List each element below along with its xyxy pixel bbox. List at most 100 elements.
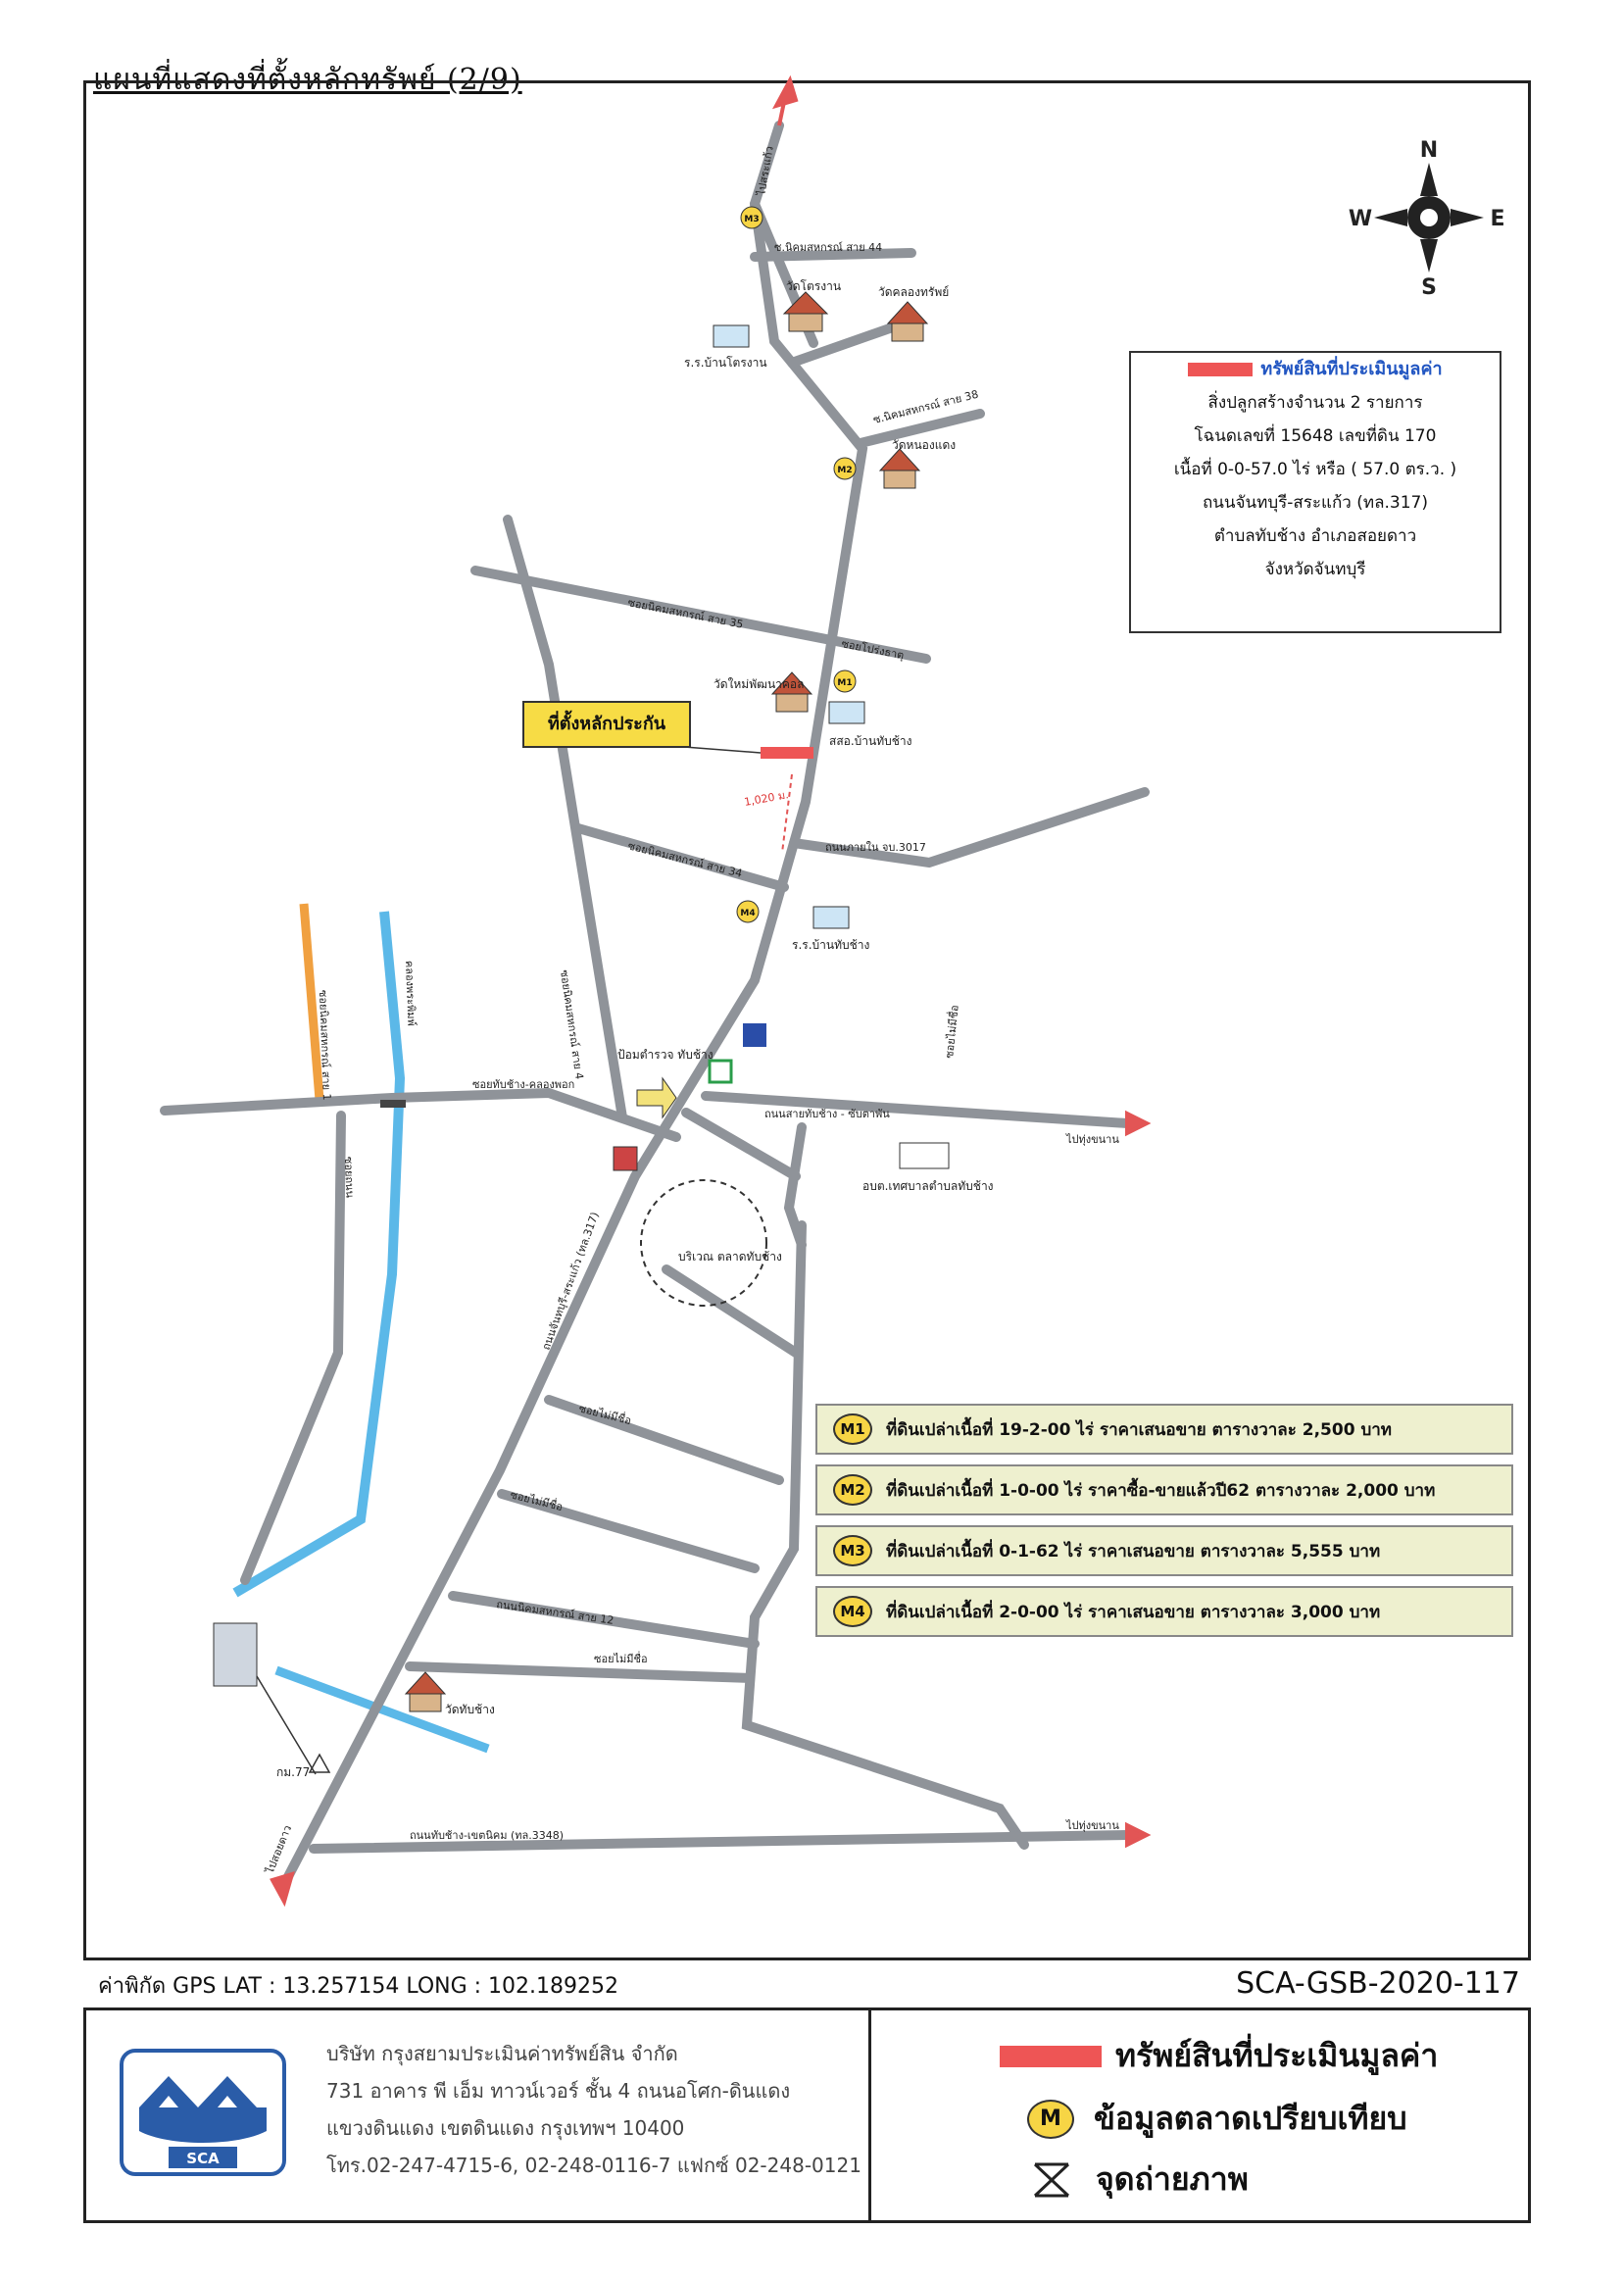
canal xyxy=(232,911,406,1598)
temple-icon xyxy=(404,1671,447,1695)
market-row: M4 ที่ดินเปล่าเนื้อที่ 2-0-00 ไร่ ราคาเส… xyxy=(815,1586,1513,1637)
info-line: เนื้อที่ 0-0-57.0 ไร่ หรือ ( 57.0 ตร.ว. … xyxy=(1173,460,1457,479)
legend-photo: จุดถ่ายภาพ xyxy=(1027,2155,1249,2205)
info-line: สิ่งปลูกสร้างจำนวน 2 รายการ xyxy=(1207,393,1423,413)
compass-n: N xyxy=(1420,138,1438,163)
place-label: ร.ร.บ้านทับช้าง xyxy=(792,938,869,952)
arrow-north xyxy=(777,101,786,126)
market-row: M1 ที่ดินเปล่าเนื้อที่ 19-2-00 ไร่ ราคาเ… xyxy=(815,1404,1513,1455)
school-icon xyxy=(713,324,750,348)
road-label: ซอยทับช้าง-คลองพอก xyxy=(472,1078,574,1091)
market-text: ที่ดินเปล่าเนื้อที่ 2-0-00 ไร่ ราคาเสนอข… xyxy=(886,1602,1381,1622)
property-info-box: ทรัพย์สินที่ประเมินมูลค่า สิ่งปลูกสร้างจ… xyxy=(1129,351,1501,633)
info-line: จังหวัดจันทบุรี xyxy=(1264,560,1366,579)
road-label: คลองพระพิมพ์ xyxy=(403,961,418,1026)
place-label: กม.77 xyxy=(276,1765,310,1779)
compass-e: E xyxy=(1490,207,1504,231)
road-label: ถนนทับช้าง-เขตนิคม (ทล.3348) xyxy=(410,1829,564,1842)
road-market-top xyxy=(681,1108,801,1181)
photo-pole-icon xyxy=(213,1622,258,1687)
main-highway xyxy=(277,121,868,1893)
marker-m3-label: M3 xyxy=(744,215,759,224)
road-label: ไปทุ่งขนาน xyxy=(1065,1819,1119,1832)
road-label: ไปทุ่งขนาน xyxy=(1065,1133,1119,1146)
road-3017 xyxy=(789,787,1150,868)
shop-icon xyxy=(613,1146,638,1171)
atm-icon xyxy=(743,1023,766,1047)
market-text: ที่ดินเปล่าเนื้อที่ 19-2-00 ไร่ ราคาเสนอ… xyxy=(886,1419,1392,1440)
road-soi-34 xyxy=(573,823,789,892)
site-swatch xyxy=(1188,363,1254,376)
market-badge: M4 xyxy=(833,1596,872,1627)
info-line: โฉนดเลขที่ 15648 เลขที่ดิน 170 xyxy=(1194,426,1437,446)
school-icon xyxy=(812,906,850,929)
road-vertical-left xyxy=(503,515,627,1122)
compass-w: W xyxy=(1349,207,1372,231)
place-label: วัดทับช้าง xyxy=(445,1703,495,1716)
map-frame xyxy=(83,80,1531,1960)
road-soi-4 xyxy=(405,1661,755,1683)
orange-road xyxy=(299,903,324,1101)
road-thapchang-sabtaphan xyxy=(701,1091,1132,1128)
road-soi-3 xyxy=(497,1489,760,1573)
market-area xyxy=(640,1179,767,1307)
road-label: ซอยนิคมสหกรณ์ สาย 35 xyxy=(626,596,744,631)
market-badge: M3 xyxy=(833,1535,872,1566)
road-label: ไปสระแก้ว xyxy=(755,145,776,197)
road-label: ซอยนิคมสหกรณ์ สาย 4 xyxy=(558,969,586,1080)
logo-text: SCA xyxy=(186,2150,220,2167)
distance-label: 1,020 ม. xyxy=(743,788,789,809)
marker-m1 xyxy=(833,669,857,693)
market-badge: M2 xyxy=(833,1474,872,1506)
market-comparison-table: M1 ที่ดินเปล่าเนื้อที่ 19-2-00 ไร่ ราคาเ… xyxy=(815,1404,1513,1637)
road-label: ซ.นิคมสหกรณ์ สาย 44 xyxy=(774,241,882,254)
road-label: ซอยโปร่งธาตุ xyxy=(840,636,905,662)
place-label: สสอ.บ้านทับช้าง xyxy=(829,734,912,748)
info-line: ตำบลทับช้าง อำเภอสอยดาว xyxy=(1213,526,1417,546)
footer-divider xyxy=(868,2007,871,2223)
road-vert-right xyxy=(741,1220,1029,1850)
temple-icon xyxy=(886,301,929,324)
place-label: ป้อมตำรวจ ทับช้าง xyxy=(617,1048,714,1062)
legend-site: ทรัพย์สินที่ประเมินมูลค่า xyxy=(1000,2031,1438,2081)
marker-m1-label: M1 xyxy=(837,678,852,688)
building-icon xyxy=(899,1142,950,1169)
road-label: ซอยนิคมสหกรณ์ สาย 1 xyxy=(317,990,333,1101)
legend-market: M ข้อมูลตลาดเปรียบเทียบ xyxy=(1027,2094,1407,2144)
arrow-north-head xyxy=(771,74,799,110)
site-marker xyxy=(761,747,813,759)
company-address-1: 731 อาคาร พี เอ็ม ทาวน์เวอร์ ชั้น 4 ถนนอ… xyxy=(326,2079,791,2103)
road-label: ถนนสายทับช้าง - ซับตาพัน xyxy=(764,1108,890,1120)
seven-eleven-icon xyxy=(708,1059,733,1084)
info-legend-title: ทรัพย์สินที่ประเมินมูลค่า xyxy=(1260,359,1443,379)
gps-coordinates: ค่าพิกัด GPS LAT : 13.257154 LONG : 102.… xyxy=(98,1974,619,1999)
road-label: ซอยนิคมสหกรณ์ สาย 34 xyxy=(626,839,743,880)
legend-site-label: ทรัพย์สินที่ประเมินมูลค่า xyxy=(1115,2037,1439,2074)
place-label: วัดหนองแดง xyxy=(892,438,956,452)
road-label: ซอยไม่มีชื่อ xyxy=(941,1004,961,1059)
marker-m3 xyxy=(740,206,763,229)
camera-point-icon xyxy=(308,1753,331,1773)
road-3348 xyxy=(309,1830,1132,1854)
sca-logo-icon: SCA xyxy=(120,2049,286,2176)
arrow-east-1-head xyxy=(1125,1110,1152,1137)
road-label: ซอยไม่มีชื่อ xyxy=(509,1486,565,1513)
legend-site-swatch xyxy=(1000,2045,1102,2067)
place-label: อบต.เทศบาลตำบลทับช้าง xyxy=(862,1179,994,1193)
road-to-wat-khlong xyxy=(787,319,909,368)
market-badge: M1 xyxy=(833,1413,872,1445)
info-legend-row: ทรัพย์สินที่ประเมินมูลค่า xyxy=(1131,353,1500,386)
place-label: วัดโตรงาน xyxy=(786,279,841,293)
arrow-east-2-head xyxy=(1125,1821,1152,1849)
road-soi-12 xyxy=(448,1591,760,1649)
legend-market-label: ข้อมูลตลาดเปรียบเทียบ xyxy=(1094,2100,1407,2137)
road-label: ซอยไม่มีชื่อ xyxy=(594,1651,648,1665)
market-text: ที่ดินเปล่าเนื้อที่ 1-0-00 ไร่ ราคาซื้อ-… xyxy=(886,1480,1436,1501)
road-soi-1 xyxy=(662,1264,801,1358)
canal-branch xyxy=(274,1665,490,1754)
distance-line xyxy=(781,773,793,854)
road-soi-35 xyxy=(470,566,931,664)
market-markers xyxy=(736,206,857,923)
road-label: ซอยถนน xyxy=(342,1157,356,1199)
